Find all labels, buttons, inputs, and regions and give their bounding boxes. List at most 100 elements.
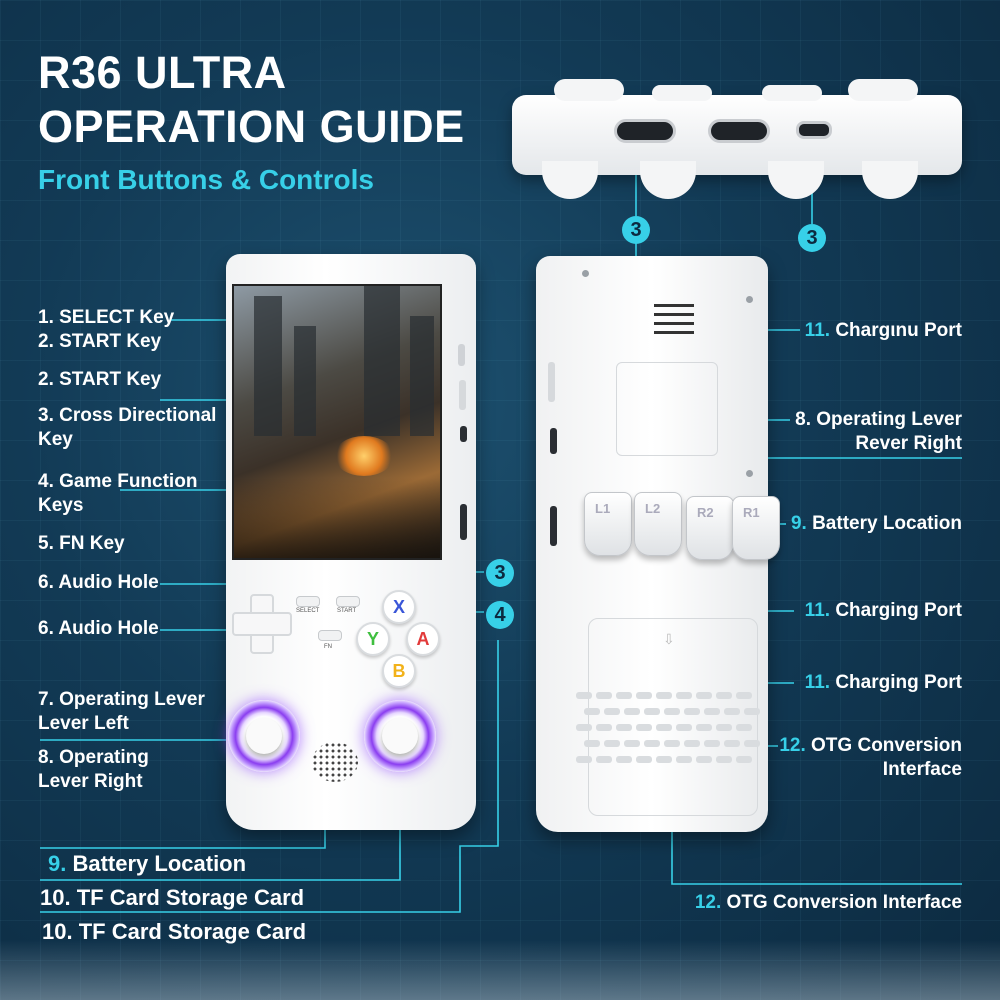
shoulder-button-right (848, 79, 918, 101)
fn-button[interactable] (318, 630, 342, 641)
label-battery-location-front: 9. Battery Location (48, 851, 247, 876)
grille-slot (604, 740, 620, 747)
select-text: SELECT (296, 608, 320, 614)
left-analog-stick[interactable] (228, 700, 300, 772)
device-back: L1 L2 R2 R1 ⇩ (536, 256, 780, 832)
tf-card-slot[interactable] (460, 504, 467, 540)
grille-slot (644, 740, 660, 747)
label-tf-card-2: 10. TF Card Storage Card (42, 919, 307, 944)
label-start-key-2: 2. START Key (38, 369, 162, 390)
grille-slot (576, 724, 592, 731)
grille-slot (596, 692, 612, 699)
shoulder-button-r2 (762, 85, 822, 101)
grille-slot (744, 740, 760, 747)
top-port-left (614, 119, 676, 143)
speaker-grille (312, 742, 358, 782)
grille-slot (676, 692, 692, 699)
grille-slot (616, 692, 632, 699)
label-fn-key: 5. FN Key (38, 533, 125, 554)
audio-hole (460, 426, 467, 442)
label-charging-port-1: 11. Chargιnu Port (804, 320, 962, 341)
grille-slot (596, 756, 612, 763)
grille-slot (624, 740, 640, 747)
grille-slot (724, 740, 740, 747)
back-side-button[interactable] (548, 362, 555, 402)
a-button[interactable]: A (406, 622, 440, 656)
rear-vent (654, 304, 694, 334)
label-otg-conversion-interface: 12. OTG Conversion Interface (694, 892, 962, 913)
battery-cover (616, 362, 718, 456)
page-title-line2: OPERATION GUIDE (38, 101, 465, 152)
grille-slot (684, 708, 700, 715)
label-operating-lever-left: 7. Operating Lever (38, 689, 205, 710)
trigger-l1[interactable]: L1 (584, 492, 632, 556)
label-operating-lever-right: 8. Operating (38, 747, 149, 768)
label-operating-lever-back: 8. Operating Lever (795, 409, 962, 430)
grille-slot (704, 740, 720, 747)
x-button[interactable]: X (382, 590, 416, 624)
right-analog-stick[interactable] (364, 700, 436, 772)
label-otg-interface: Interface (882, 759, 962, 780)
grille-slot (716, 724, 732, 731)
callout-top-right: 3 (798, 224, 826, 252)
grille-slot (696, 692, 712, 699)
grille-slot (704, 708, 720, 715)
device-top-view (512, 79, 962, 199)
grille-slot (644, 708, 660, 715)
label-otg-conversion: 12. OTG Conversion (779, 735, 962, 756)
rear-panel: ⇩ (588, 618, 758, 816)
grille-slot (636, 756, 652, 763)
top-port-usb-c (796, 121, 832, 139)
y-button[interactable]: Y (356, 622, 390, 656)
trigger-r2[interactable]: R2 (686, 496, 734, 560)
page-subtitle: Front Buttons & Controls (38, 164, 374, 195)
grille-slot (696, 756, 712, 763)
callout-front-face: 4 (486, 601, 514, 629)
grille-slot (716, 756, 732, 763)
fn-text: FN (324, 644, 332, 650)
label-select-key: 1. SELECT Key (38, 307, 175, 328)
grille-slot (684, 740, 700, 747)
label-lever-left: Lever Left (38, 713, 129, 734)
label-game-function: 4. Game Function (38, 471, 198, 492)
arrow-down-icon: ⇩ (663, 631, 675, 647)
top-port-middle (708, 119, 770, 143)
label-cross-directional-key: Key (38, 429, 73, 450)
label-lever-right: Lever Right (38, 771, 143, 792)
grille-slot (664, 740, 680, 747)
label-charging-port-2: 11. Charging Port (804, 600, 962, 621)
grille-slot (636, 692, 652, 699)
label-audio-hole-1: 6. Audio Hole (38, 572, 159, 593)
grille-slot (584, 708, 600, 715)
label-game-function-keys: Keys (38, 495, 84, 516)
label-battery-location-back: 9. Battery Location (790, 513, 962, 534)
start-text: START (337, 608, 357, 614)
grille-slot (624, 708, 640, 715)
label-start-key-1: 2. START Key (38, 331, 162, 352)
grille-slot (616, 724, 632, 731)
shoulder-button-l2 (652, 85, 712, 101)
callout-front-mid: 3 (486, 559, 514, 587)
bottom-band (0, 940, 1000, 1000)
label-charging-port-3: 11. Charging Port (804, 672, 962, 693)
grille-slot (656, 692, 672, 699)
trigger-l2[interactable]: L2 (634, 492, 682, 556)
grille-slot (724, 708, 740, 715)
b-button[interactable]: B (382, 654, 416, 688)
grille-slot (744, 708, 760, 715)
grille-slot (656, 756, 672, 763)
grille-slot (604, 708, 620, 715)
grille-slot (636, 724, 652, 731)
grille-slot (676, 756, 692, 763)
grille-slot (596, 724, 612, 731)
side-switch[interactable] (458, 344, 465, 366)
game-screen (232, 284, 442, 560)
start-button[interactable] (336, 596, 360, 607)
trigger-r1[interactable]: R1 (732, 496, 780, 560)
select-button[interactable] (296, 596, 320, 607)
grille-slot (584, 740, 600, 747)
dpad-center (252, 614, 268, 630)
grille-slot (716, 692, 732, 699)
volume-rocker[interactable] (459, 380, 466, 410)
grille-slot (576, 756, 592, 763)
